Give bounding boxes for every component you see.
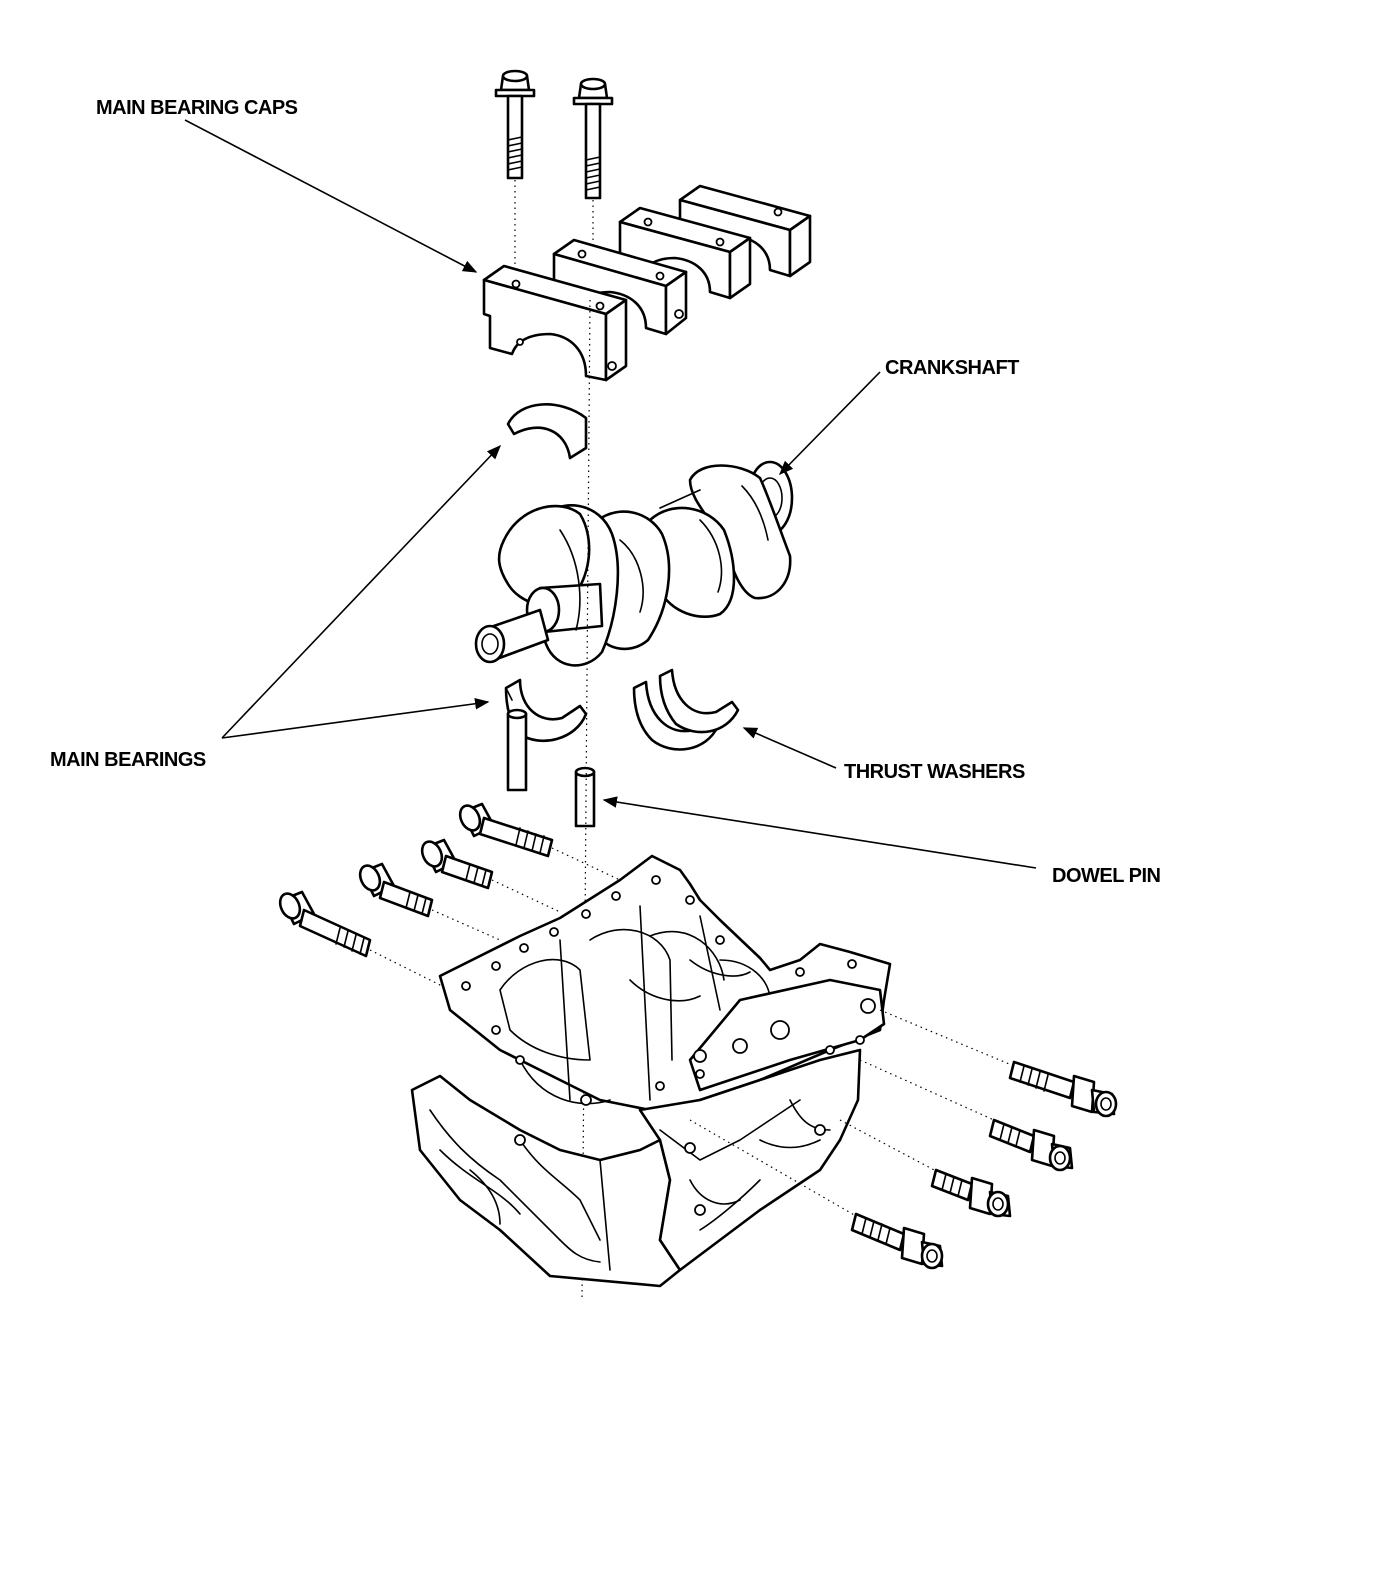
leader-thrust-washers (742, 727, 837, 769)
cap-bolt-left (494, 69, 536, 280)
label-dowel-pin: DOWEL PIN (1052, 865, 1161, 887)
main-bearing-upper (506, 403, 588, 460)
dowel-pin-left (506, 708, 528, 792)
leader-dowel-pin (602, 796, 1037, 869)
crankshaft (474, 460, 794, 667)
leader-crankshaft (778, 371, 881, 476)
main-bearing-cap-1 (482, 264, 628, 382)
side-bolt-right-3 (839, 1119, 1012, 1218)
side-bolt-right-4 (689, 1119, 944, 1270)
label-main-bearings: MAIN BEARINGS (50, 749, 206, 771)
dowel-pin-right (574, 766, 596, 828)
label-main-bearing-caps: MAIN BEARING CAPS (96, 97, 298, 119)
label-crankshaft: CRANKSHAFT (885, 357, 1019, 379)
thrust-washers (632, 668, 740, 751)
side-bolt-right-1 (879, 1009, 1118, 1118)
leader-main-bearing-caps (184, 119, 478, 273)
side-bolt-left-1 (458, 802, 621, 881)
side-bolt-left-4 (278, 890, 451, 991)
cap-bolt-right (572, 77, 614, 280)
side-bolt-left-3 (358, 862, 501, 941)
engine-block (410, 854, 892, 1288)
main-bearing-cap-3 (618, 206, 752, 300)
label-thrust-washers: THRUST WASHERS (844, 761, 1025, 783)
side-bolt-right-2 (859, 1059, 1074, 1172)
side-bolt-left-2 (420, 838, 561, 913)
leader-main-bearings (221, 444, 501, 739)
